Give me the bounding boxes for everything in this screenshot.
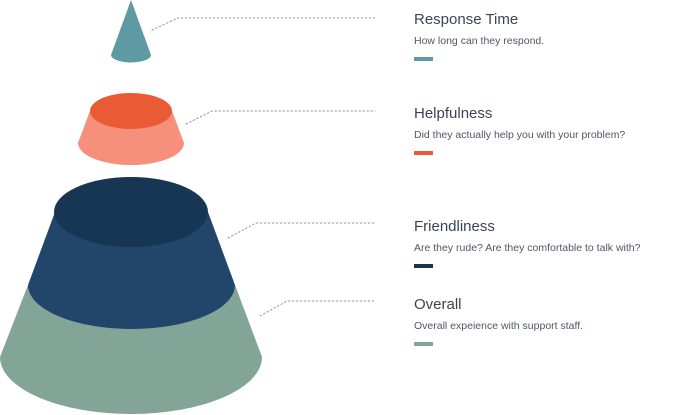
tier-response-time — [111, 0, 151, 63]
item-description: Did they actually help you with your pro… — [414, 129, 626, 141]
item-title: Friendliness — [414, 218, 495, 235]
tier-friendliness-top — [54, 177, 208, 247]
leader-lines — [151, 17, 376, 317]
item-friendliness: Friendliness Are they rude? Are they com… — [414, 218, 689, 268]
item-title: Response Time — [414, 11, 519, 28]
leader-line-friendliness — [227, 222, 376, 239]
color-swatch — [414, 151, 433, 155]
item-title: Overall — [414, 296, 462, 313]
item-description: Overall expeience with support staff. — [414, 320, 584, 332]
item-title: Helpfulness — [414, 105, 493, 122]
color-swatch — [414, 264, 433, 268]
tier-friendliness-body — [28, 212, 235, 329]
tier-friendliness — [28, 177, 235, 329]
item-description: How long can they respond. — [414, 35, 545, 47]
leader-line-helpfulness — [185, 110, 376, 125]
leader-line-response-time — [151, 17, 376, 31]
tier-helpfulness-top — [90, 93, 172, 129]
tier-helpfulness — [78, 93, 184, 165]
item-response-time: Response Time How long can they respond. — [414, 11, 689, 61]
color-swatch — [414, 57, 433, 61]
item-helpfulness: Helpfulness Did they actually help you w… — [414, 105, 689, 155]
item-description: Are they rude? Are they comfortable to t… — [414, 242, 641, 254]
color-swatch — [414, 342, 433, 346]
item-overall: Overall Overall expeience with support s… — [414, 296, 689, 346]
leader-line-overall — [259, 300, 376, 317]
tier-response-time-body — [111, 0, 151, 63]
